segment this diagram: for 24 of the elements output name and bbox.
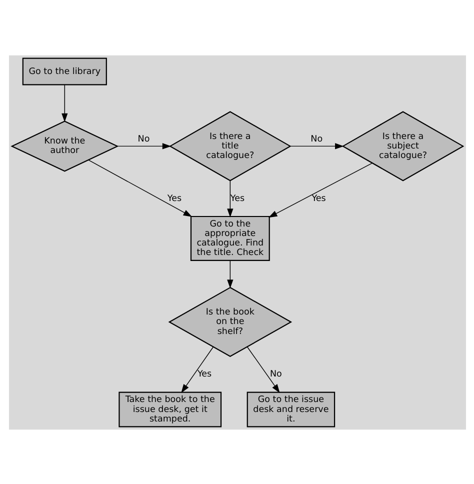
node-diamond: Is there a title catalogue? [168, 110, 291, 181]
edge-label: Yes [196, 369, 212, 380]
node-box: Go to the appropriate catalogue. Find the title. Check [190, 215, 270, 260]
arrow [268, 162, 372, 218]
arrow [290, 142, 344, 149]
node-diamond: Is there a subject catalogue? [341, 110, 464, 181]
edge-label: No [137, 134, 150, 144]
arrow [246, 346, 280, 392]
edge-label: Yes [311, 193, 326, 204]
node-box: Go to the issue desk and reserve it. [246, 391, 335, 427]
arrow [226, 260, 233, 288]
arrow [180, 346, 214, 392]
arrow [116, 142, 171, 149]
edge-label: Yes [166, 193, 182, 204]
edge-label: No [310, 134, 322, 144]
edge-label: Yes [230, 193, 244, 204]
node-diamond: Know the author [10, 120, 118, 172]
arrow [61, 84, 68, 122]
arrow [88, 159, 192, 216]
node-box: Go to the library [22, 57, 106, 85]
edge-label: No [269, 369, 282, 380]
node-box: Take the book to the issue desk, get it stamped. [118, 391, 222, 427]
node-diamond: Is the book on the shelf? [168, 286, 292, 357]
arrow [226, 180, 233, 217]
